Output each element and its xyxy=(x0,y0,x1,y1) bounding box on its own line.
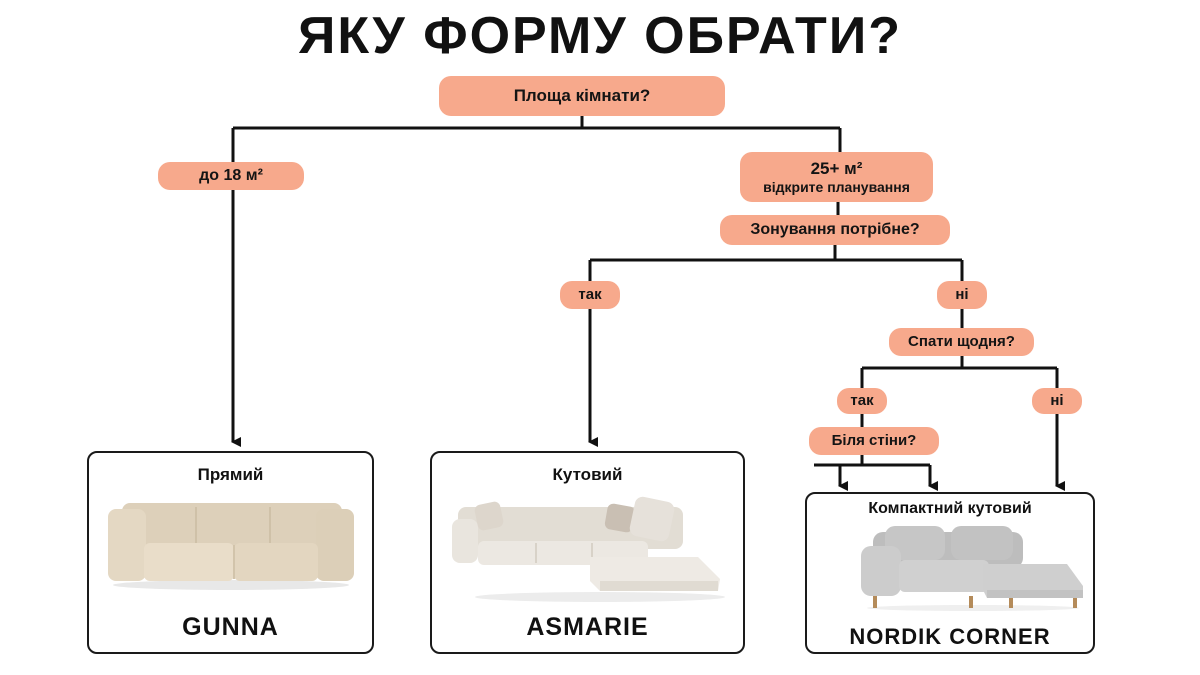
node-zoning-yes: так xyxy=(560,281,620,309)
straight-sofa-image xyxy=(108,503,354,590)
node-zoning-text: Зонування потрібне? xyxy=(750,220,920,238)
card-corner-label: Кутовий xyxy=(552,465,623,484)
node-wall: Біля стіни? xyxy=(809,427,939,455)
node-room-area: Площа кімнати? xyxy=(439,76,725,116)
node-sleep-text: Спати щодня? xyxy=(908,333,1015,351)
node-room-area-text: Площа кімнати? xyxy=(513,86,651,106)
card-compact-name: NORDIK CORNER xyxy=(849,624,1051,649)
compact-corner-sofa-image xyxy=(861,526,1083,611)
node-sleep-yes-text: так xyxy=(850,392,874,410)
page-title: ЯКУ ФОРМУ ОБРАТИ? xyxy=(298,7,902,65)
node-sleep-yes: так xyxy=(837,388,887,414)
card-compact-label: Компактний кутовий xyxy=(868,500,1032,517)
node-sleep: Спати щодня? xyxy=(889,328,1034,356)
card-corner-sofa: Кутовий ASMARIE xyxy=(430,451,745,654)
line-wall-split xyxy=(814,455,930,467)
corner-sofa-image xyxy=(452,496,725,602)
node-small-area-text: до 18 м² xyxy=(199,166,263,184)
node-sleep-no-text: ні xyxy=(1050,392,1064,410)
node-large-area-text: 25+ м² xyxy=(810,159,863,179)
line-root-split xyxy=(233,114,840,130)
node-sleep-no: ні xyxy=(1032,388,1082,414)
card-straight-label: Прямий xyxy=(197,465,264,484)
line-sleep-split xyxy=(862,356,1057,370)
node-small-area: до 18 м² xyxy=(158,162,304,190)
node-large-area-subtext: відкрите планування xyxy=(763,178,910,195)
card-compact-corner-sofa: Компактний кутовий NORDIK CORNER xyxy=(805,492,1095,654)
card-straight-name: GUNNA xyxy=(182,613,279,641)
line-zoning-split xyxy=(590,245,962,262)
node-wall-text: Біля стіни? xyxy=(831,432,917,450)
node-zoning-no: ні xyxy=(937,281,987,309)
node-zoning: Зонування потрібне? xyxy=(720,215,950,245)
node-zoning-yes-text: так xyxy=(578,286,602,304)
node-large-area: 25+ м² відкрите планування xyxy=(740,152,933,202)
card-straight-sofa: Прямий GUNNA xyxy=(87,451,374,654)
card-corner-name: ASMARIE xyxy=(526,613,649,641)
node-zoning-no-text: ні xyxy=(955,286,969,304)
